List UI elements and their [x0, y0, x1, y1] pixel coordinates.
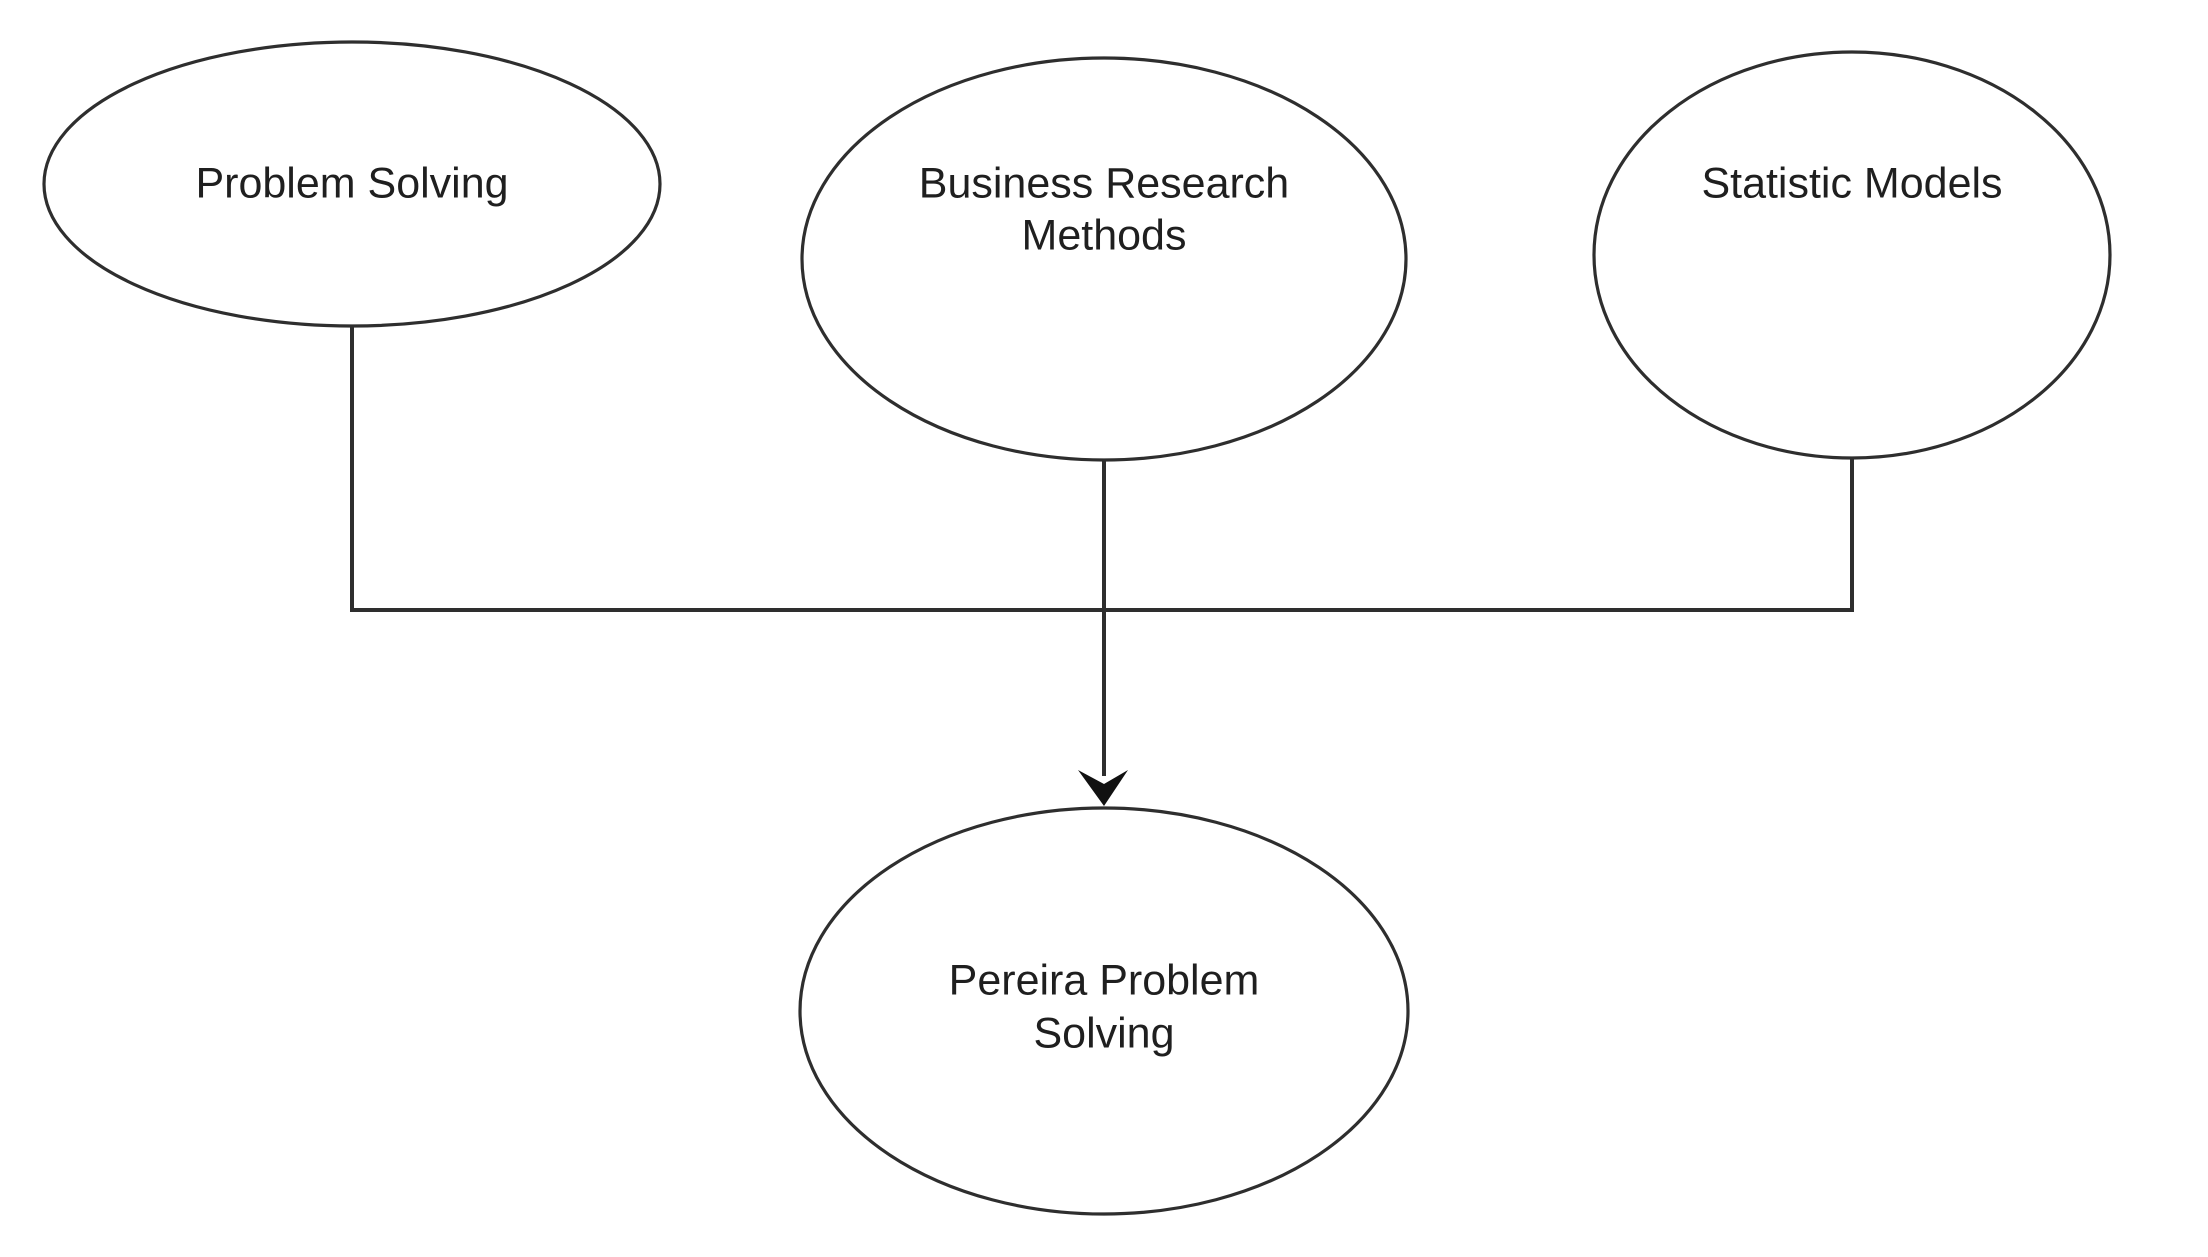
- node-problem-solving[interactable]: Problem Solving: [42, 40, 662, 328]
- node-pereira-problem-solving[interactable]: Pereira Problem Solving: [798, 806, 1410, 1216]
- edge-statistic-models-to-pereira[interactable]: [1104, 458, 1854, 612]
- node-business-research-methods-label-line2: Methods: [1022, 211, 1187, 259]
- node-business-research-methods-shape[interactable]: [800, 56, 1408, 462]
- edge-problem-solving-to-pereira[interactable]: [350, 326, 1104, 612]
- node-problem-solving-label: Problem Solving: [195, 159, 508, 207]
- edge-layer: [350, 326, 1854, 806]
- node-pereira-problem-solving-label-line2: Solving: [1033, 1009, 1174, 1057]
- arrowhead-icon: [1078, 770, 1128, 806]
- node-statistic-models-label: Statistic Models: [1701, 159, 2002, 207]
- node-statistic-models[interactable]: Statistic Models: [1592, 50, 2112, 460]
- node-statistic-models-shape[interactable]: [1592, 50, 2112, 460]
- node-problem-solving-shape[interactable]: [42, 40, 662, 328]
- node-business-research-methods-label-line1: Business Research: [919, 159, 1289, 207]
- node-pereira-problem-solving-shape[interactable]: [798, 806, 1410, 1216]
- node-pereira-problem-solving-label-line1: Pereira Problem: [949, 956, 1260, 1004]
- node-business-research-methods[interactable]: Business Research Methods: [800, 56, 1408, 462]
